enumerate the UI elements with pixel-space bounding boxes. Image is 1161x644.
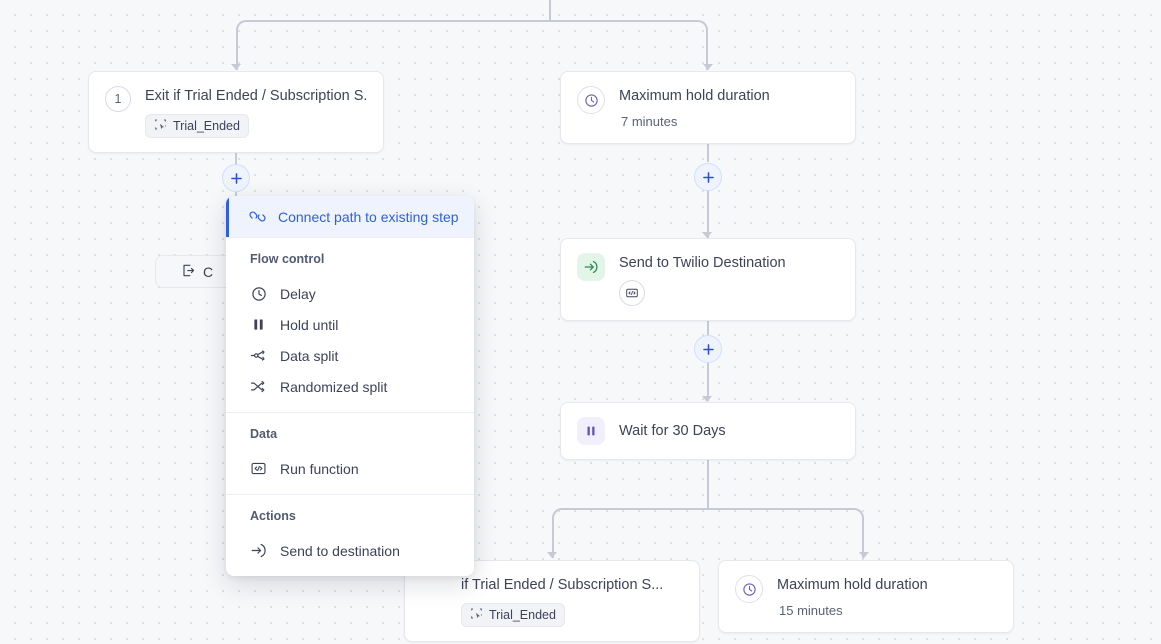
send-arrow-icon — [577, 253, 605, 281]
clock-icon — [735, 575, 763, 603]
connector-right-plus1-to-twilio — [707, 190, 709, 238]
node-subtitle: 7 minutes — [621, 114, 678, 129]
code-box-icon — [250, 460, 267, 477]
pause-icon — [577, 417, 605, 445]
menu-item-connect-path[interactable]: Connect path to existing step — [226, 196, 474, 237]
connector-arrow-wait — [702, 396, 712, 402]
connector-arrow-twilio — [702, 232, 712, 238]
randomized-split-icon — [250, 378, 267, 395]
link-icon — [249, 208, 266, 225]
connector-left-card-to-plus — [235, 146, 237, 164]
menu-section-flow-control: Flow control Delay Hold until — [226, 237, 474, 412]
menu-item-run-function[interactable]: Run function — [226, 453, 474, 484]
node-tag: Trial_Ended — [145, 114, 249, 138]
plus-icon — [702, 171, 714, 183]
menu-section-label: Data — [250, 427, 278, 441]
node-title: Wait for 30 Days — [619, 423, 726, 439]
selection-cursor-icon — [154, 118, 167, 134]
plus-icon — [230, 172, 242, 184]
exit-icon — [181, 263, 196, 281]
menu-item-data-split-label: Data split — [280, 347, 339, 364]
connector-wait-to-branch — [707, 453, 709, 508]
node-subtitle: 15 minutes — [779, 603, 843, 618]
node-tag-label: Trial_Ended — [489, 608, 556, 622]
menu-section-label: Actions — [250, 509, 296, 523]
menu-section-data: Data Run function — [226, 412, 474, 494]
node-exit-trial-top[interactable]: 1 Exit if Trial Ended / Subscription S..… — [88, 71, 384, 153]
menu-item-randomized-split-label: Randomized split — [280, 378, 388, 395]
menu-section-actions: Actions Send to destination — [226, 494, 474, 576]
menu-item-send-to-destination[interactable]: Send to destination — [226, 535, 474, 566]
node-max-hold-top[interactable]: Maximum hold duration 7 minutes — [560, 71, 856, 144]
connector-arrow-bottomright — [859, 552, 869, 558]
data-split-icon — [250, 347, 267, 364]
node-wait-30-days[interactable]: Wait for 30 Days — [560, 402, 856, 460]
clock-icon — [577, 86, 605, 114]
menu-item-run-function-label: Run function — [280, 460, 359, 477]
menu-item-delay-label: Delay — [280, 285, 316, 302]
connector-twilio-to-plus2 — [707, 313, 709, 335]
clock-icon — [250, 285, 267, 302]
node-title: Maximum hold duration — [777, 577, 928, 593]
code-icon — [619, 280, 645, 306]
send-arrow-icon — [250, 542, 267, 559]
add-step-context-menu[interactable]: Connect path to existing step Flow contr… — [226, 196, 474, 576]
step-number-badge: 1 — [105, 86, 131, 112]
menu-item-send-to-destination-label: Send to destination — [280, 542, 400, 559]
node-title: Maximum hold duration — [619, 88, 770, 104]
selection-cursor-icon — [470, 607, 483, 623]
add-step-button-right-top[interactable] — [694, 163, 722, 191]
connector-arrow-topright — [703, 64, 713, 70]
connector-arrow-topleft — [231, 64, 241, 70]
menu-item-hold-until[interactable]: Hold until — [226, 309, 474, 340]
add-step-button-left[interactable] — [222, 164, 250, 192]
connector-bottom-branch — [552, 508, 864, 558]
node-send-twilio[interactable]: Send to Twilio Destination — [560, 238, 856, 321]
add-step-button-right-bottom[interactable] — [694, 335, 722, 363]
node-tag-label: Trial_Ended — [173, 119, 240, 133]
node-max-hold-bottom[interactable]: Maximum hold duration 15 minutes — [718, 560, 1014, 633]
connector-top-stem — [549, 0, 551, 20]
connector-right-card-to-plus1 — [707, 140, 709, 162]
node-tag: Trial_Ended — [461, 603, 565, 627]
menu-item-data-split[interactable]: Data split — [226, 340, 474, 371]
connector-plus2-to-wait — [707, 363, 709, 401]
node-title: if Trial Ended / Subscription S... — [461, 577, 664, 593]
node-occluded-label: C — [203, 263, 214, 280]
node-title: Exit if Trial Ended / Subscription S... — [145, 88, 367, 104]
pause-icon — [250, 316, 267, 333]
menu-item-delay[interactable]: Delay — [226, 278, 474, 309]
menu-item-hold-until-label: Hold until — [280, 316, 339, 333]
menu-section-label: Flow control — [250, 252, 325, 266]
connector-arrow-bottomleft — [547, 552, 557, 558]
menu-item-randomized-split[interactable]: Randomized split — [226, 371, 474, 402]
node-title: Send to Twilio Destination — [619, 255, 786, 271]
plus-icon — [702, 343, 714, 355]
menu-item-connect-path-label: Connect path to existing step — [278, 208, 459, 225]
connector-top-branch — [236, 20, 708, 70]
